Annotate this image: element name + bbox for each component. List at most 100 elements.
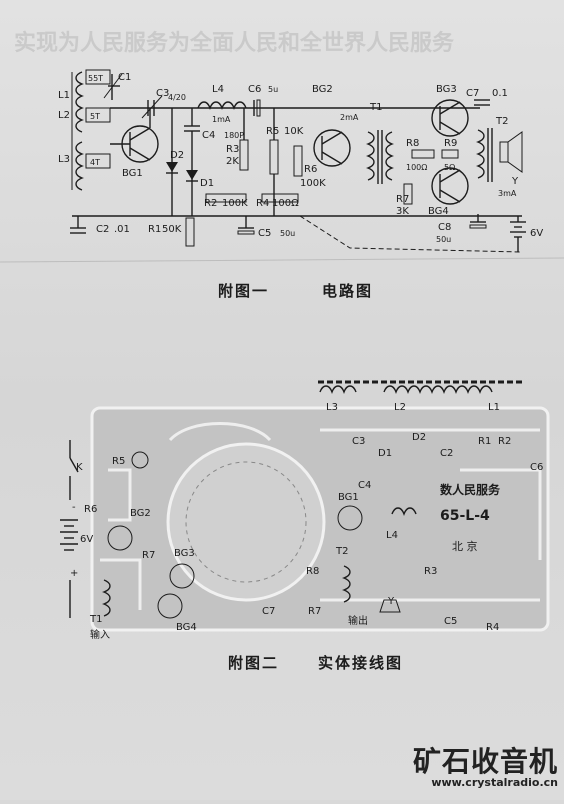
fig2-label-R2: R2 — [498, 436, 511, 447]
transformer-t1-primary — [366, 131, 375, 181]
fig2-label-C3: C3 — [352, 436, 365, 447]
label-R1: R1 — [148, 224, 161, 235]
value-R4: 100Ω — [272, 198, 299, 209]
label-L2: L2 — [58, 110, 70, 121]
label-BG3: BG3 — [436, 84, 457, 95]
label-L3: L3 — [58, 154, 70, 165]
value-C3: 4/20 — [168, 93, 186, 102]
dashed-return-line — [299, 215, 523, 253]
fig2-label-R6: R6 — [84, 504, 97, 515]
label-R5: R5 — [266, 126, 279, 137]
label-C2: C2 — [96, 224, 109, 235]
fig2-label-T2: T2 — [335, 546, 348, 557]
coil-l2-l1-physical — [383, 385, 493, 394]
fig2-label-R1: R1 — [478, 436, 491, 447]
value-C8: 50u — [436, 235, 451, 244]
figure2-wiring: L3 L2 L1 K R5 R6 BG2 6V - + T1 输入 BG3 — [60, 380, 550, 672]
label-55T: 55T — [88, 74, 103, 83]
figure1-circuit: L1 L2 L3 55T 5T 4T C1 C3 4/20 BG1 — [58, 69, 543, 300]
label-Y: Y — [511, 176, 519, 187]
figure2-caption-number: 附图二 — [228, 654, 279, 672]
label-R2: R2 — [204, 198, 217, 209]
label-2mA: 2mA — [340, 113, 359, 122]
transistor-bg2-physical — [107, 525, 133, 551]
figure1-caption-number: 附图一 — [218, 282, 269, 300]
fig2-label-D2: D2 — [412, 432, 426, 443]
label-4T: 4T — [90, 158, 100, 167]
value-R1: 50K — [162, 224, 182, 235]
speaker-physical-icon — [379, 599, 401, 613]
transformer-t2-primary — [476, 129, 485, 179]
value-R8: 100Ω — [406, 163, 427, 172]
board-city: 北 京 — [452, 539, 478, 553]
label-T1: T1 — [369, 102, 382, 113]
fig2-label-BG4: BG4 — [176, 622, 197, 633]
label-BG2: BG2 — [312, 84, 333, 95]
label-L1: L1 — [58, 90, 70, 101]
label-R3: R3 — [226, 144, 239, 155]
label-C7: C7 — [466, 88, 479, 99]
fig2-label-output: 输出 — [348, 614, 368, 627]
fig2-label-battery: 6V — [80, 534, 93, 545]
label-R8: R8 — [406, 138, 419, 149]
value-C4: 180P — [224, 131, 244, 140]
watermark-text: 实现为人民服务为全面人民和全世界人民服务 — [14, 30, 455, 56]
fig2-label-C4: C4 — [358, 480, 371, 491]
transformer-t1-secondary — [385, 131, 394, 181]
fig2-label-R7: R7 — [142, 550, 155, 561]
speaker-icon — [499, 141, 509, 163]
fig2-label-C7: C7 — [262, 606, 275, 617]
board-slogan: 数人民服务 — [440, 482, 501, 497]
transformer-t1-physical — [102, 579, 111, 617]
label-C8: C8 — [438, 222, 451, 233]
label-C6: C6 — [248, 84, 261, 95]
fig2-label-C6: C6 — [530, 462, 543, 473]
coil-l1-l2 — [75, 71, 84, 133]
fig2-label-Y: Y — [387, 596, 395, 607]
pot-r5-physical — [131, 451, 149, 469]
label-C3: C3 — [156, 88, 169, 99]
transformer-t2-physical — [342, 565, 351, 603]
fig2-label-R7b: R7 — [308, 606, 321, 617]
fig2-label-BG2: BG2 — [130, 508, 151, 519]
label-R9: R9 — [444, 138, 457, 149]
value-C2: .01 — [114, 224, 130, 235]
site-logo-text: 矿石收音机 — [412, 745, 558, 778]
value-C5: 50u — [280, 229, 295, 238]
label-D2: D2 — [170, 150, 184, 161]
coil-l3-physical — [319, 385, 357, 394]
fig2-label-R8: R8 — [306, 566, 319, 577]
fig2-label-K: K — [76, 462, 83, 473]
value-R2: 100K — [222, 198, 248, 209]
coil-l4-physical — [391, 507, 417, 516]
label-R6: R6 — [304, 164, 317, 175]
value-R3: 2K — [226, 156, 239, 167]
board-model: 65-L-4 — [440, 508, 490, 524]
figure2-caption-title: 实体接线图 — [318, 654, 403, 672]
coil-l4 — [197, 101, 247, 110]
label-C4: C4 — [202, 130, 215, 141]
fig2-label-D1: D1 — [378, 448, 392, 459]
label-3mA: 3mA — [498, 189, 517, 198]
value-R6: 100K — [300, 178, 326, 189]
label-L4: L4 — [212, 84, 224, 95]
label-R7: R7 — [396, 194, 409, 205]
label-battery-6V: 6V — [530, 228, 543, 239]
transistor-bg1-physical — [337, 505, 363, 531]
fig2-label-R4: R4 — [486, 622, 499, 633]
fig2-label-L4: L4 — [386, 530, 398, 541]
fig2-label-C5: C5 — [444, 616, 457, 627]
fig2-label-L3: L3 — [326, 402, 338, 413]
value-R7: 3K — [396, 206, 409, 217]
value-C6: 5u — [268, 85, 278, 94]
label-BG1: BG1 — [122, 168, 143, 179]
speaker-cutout — [166, 442, 326, 602]
fig2-label-L2: L2 — [394, 402, 406, 413]
fig2-label-R3: R3 — [424, 566, 437, 577]
transistor-bg4-symbol — [431, 167, 469, 205]
transistor-bg2-symbol — [313, 129, 351, 167]
label-1mA: 1mA — [212, 115, 231, 124]
value-C7: 0.1 — [492, 88, 508, 99]
